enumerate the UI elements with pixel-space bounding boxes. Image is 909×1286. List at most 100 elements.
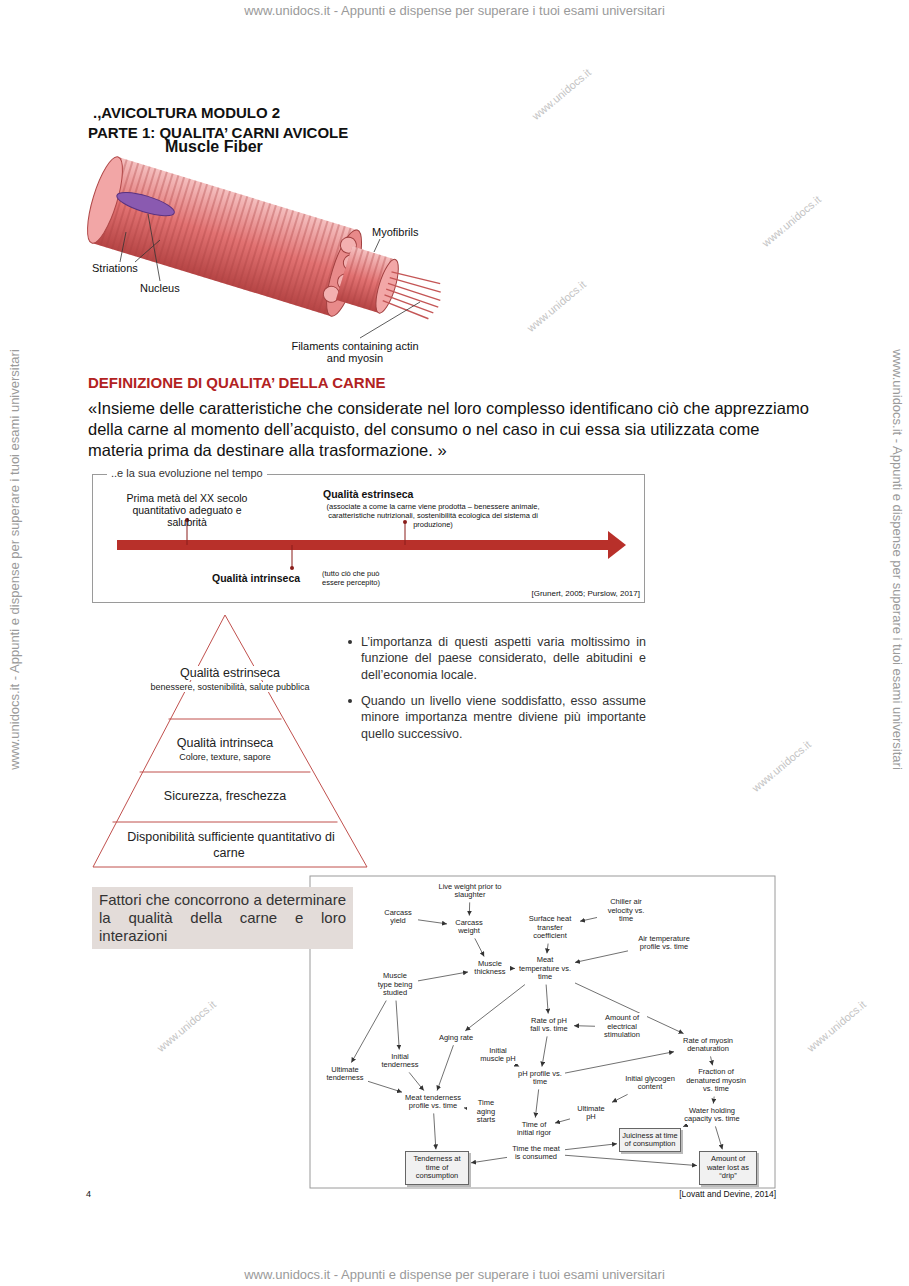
factor-node: Ultimate pH xyxy=(572,1104,610,1123)
node-text: Time of initial rigor xyxy=(516,1121,552,1138)
pyramid-outline xyxy=(93,615,367,867)
influence-arrow xyxy=(464,1107,465,1108)
factor-node: pH profile vs. time xyxy=(517,1069,563,1088)
node-text: Carcass yield xyxy=(381,909,415,926)
node-text: Muscle thickness xyxy=(471,960,509,977)
node-text: Time the meat is consumed xyxy=(510,1145,562,1162)
factor-node: Time the meat is consumed xyxy=(509,1144,563,1163)
node-text: Fattori che concorrono a determinare la … xyxy=(99,891,346,945)
influence-arrow xyxy=(546,985,548,1014)
filaments xyxy=(382,269,445,320)
factor-node: Initial tenderness xyxy=(379,1052,421,1071)
factor-node: Air temperature profile vs. time xyxy=(630,934,698,953)
text-patch: Qualità estrinseca xyxy=(178,666,282,680)
bullet-dot xyxy=(348,699,352,703)
node-text: Colore, texture, sapore xyxy=(150,752,300,763)
node-text: Rate of myosin denaturation xyxy=(677,1037,739,1054)
node-text: Sicurezza, freschezza xyxy=(140,789,310,805)
influence-arrow xyxy=(418,920,447,924)
outcome-box: Juiciness at time of consumption xyxy=(619,1128,681,1153)
pyramid-band: Disponibilità sufficiente quantitativo d… xyxy=(115,830,345,861)
node-text: pH profile vs. time xyxy=(518,1070,562,1087)
part-label: Nucleus xyxy=(140,282,180,294)
node-text: Tenderness at time of consumption xyxy=(408,1155,466,1180)
text-patch: Qualità intrinseca xyxy=(175,736,276,750)
outcome-box: Tenderness at time of consumption xyxy=(405,1151,469,1184)
factor-node: Carcass yield xyxy=(380,908,416,927)
factor-node: Muscle thickness xyxy=(470,959,510,978)
fiber-body xyxy=(92,157,357,316)
timeline-note: (associate a come la carne viene prodott… xyxy=(318,502,548,529)
muscle-fiber-drawing xyxy=(80,153,452,345)
timeline-note: Qualità intrinseca xyxy=(212,572,300,584)
text-patch: benessere, sostenibilità, salute pubblic… xyxy=(148,682,311,692)
bullet-dot xyxy=(348,640,352,644)
node-text: Ultimate tenderness xyxy=(325,1066,365,1083)
factor-node: Muscle type being studied xyxy=(374,971,416,998)
influence-arrow xyxy=(368,1081,402,1092)
striations xyxy=(92,157,357,316)
definition-heading: DEFINIZIONE DI QUALITA’ DELLA CARNE xyxy=(88,374,386,391)
node-text: Muscle type being studied xyxy=(375,972,415,997)
node-text: Carcass weight xyxy=(450,919,488,936)
citation: [Grunert, 2005; Purslow, 2017] xyxy=(520,589,640,598)
watermark: www.unidocs.it xyxy=(760,193,823,249)
influence-arrow xyxy=(542,1036,547,1066)
timeline-note: Qualità estrinseca xyxy=(323,488,413,500)
factor-node: Water holding capacity vs. time xyxy=(683,1106,741,1125)
influence-arrow xyxy=(713,1097,715,1104)
factor-node: Fraction of denatured myosin vs. time xyxy=(685,1067,747,1094)
node-text: Rate of pH fall vs. time xyxy=(527,1017,571,1034)
node-text: Juiciness at time of consumption xyxy=(622,1132,678,1149)
influence-arrow xyxy=(418,972,468,981)
figure-frame xyxy=(310,876,775,1188)
influence-arrow xyxy=(535,1089,538,1117)
factor-node: Meat tenderness profile vs. time xyxy=(404,1093,462,1112)
node-text: Amount of electrical stimulation xyxy=(598,1014,646,1039)
influence-arrow xyxy=(555,1119,570,1123)
influence-arrow xyxy=(434,1113,436,1149)
node-text: Aging rate xyxy=(436,1034,476,1042)
node-text: Surface heat transfer coefficient xyxy=(523,915,577,940)
watermark: www.unidocs.it xyxy=(525,278,588,334)
influence-arrow xyxy=(547,944,548,954)
watermark: www.unidocs.it - Appunti e dispense per … xyxy=(0,3,909,18)
factor-node: Ultimate tenderness xyxy=(324,1065,366,1084)
factor-node: Time of initial rigor xyxy=(515,1120,553,1139)
influence-arrow xyxy=(437,1045,453,1090)
bullet-text: L’importanza di questi aspetti varia mol… xyxy=(361,634,646,683)
influence-arrow xyxy=(715,1126,722,1149)
node-text: Meat temperature vs. time xyxy=(518,956,572,981)
timeline-frame: ..e la sua evoluzione nel tempo xyxy=(92,474,645,603)
node-text: Amount of water lost as “drip” xyxy=(702,1155,754,1180)
node-text: Disponibilità sufficiente quantitativo d… xyxy=(115,830,345,861)
node-text: Ultimate pH xyxy=(573,1105,609,1122)
influence-arrow xyxy=(518,1066,519,1067)
influence-arrow xyxy=(409,1072,424,1090)
factor-node: Amount of electrical stimulation xyxy=(597,1013,647,1040)
factor-node: Rate of myosin denaturation xyxy=(676,1036,740,1055)
citation: [Lovatt and Devine, 2014] xyxy=(600,1189,776,1199)
watermark: www.unidocs.it - Appunti e dispense per … xyxy=(0,1267,909,1282)
node-text: benessere, sostenibilità, salute pubblic… xyxy=(125,682,335,693)
timeline-note: (tutto ciò che può essere percepito) xyxy=(322,569,400,587)
factor-node: Carcass weight xyxy=(449,918,489,937)
influence-arrow xyxy=(396,1001,399,1050)
node-text: Time aging starts xyxy=(468,1099,504,1124)
node-text: Meat tenderness profile vs. time xyxy=(405,1094,461,1111)
pyramid-band: Qualità intrinsecaColore, texture, sapor… xyxy=(150,736,300,762)
influence-arrow xyxy=(565,1144,617,1150)
factor-node: Live weight prior to slaughter xyxy=(435,882,505,901)
node-text: Initial tenderness xyxy=(380,1053,420,1070)
influence-arrow xyxy=(683,1126,685,1127)
influence-arrow xyxy=(612,1094,628,1102)
node-text: Water holding capacity vs. time xyxy=(684,1107,740,1124)
pyramid-band: Sicurezza, freschezza xyxy=(140,789,310,805)
caption-box: Fattori che concorrono a determinare la … xyxy=(92,887,353,949)
influence-arrow xyxy=(475,938,484,956)
factor-node: Rate of pH fall vs. time xyxy=(526,1016,572,1035)
text-patch: Sicurezza, freschezza xyxy=(162,789,288,803)
factor-node: Surface heat transfer coefficient xyxy=(522,914,578,941)
influence-arrow xyxy=(711,1056,713,1065)
node-text: Chiller air velocity vs. time xyxy=(600,898,652,923)
